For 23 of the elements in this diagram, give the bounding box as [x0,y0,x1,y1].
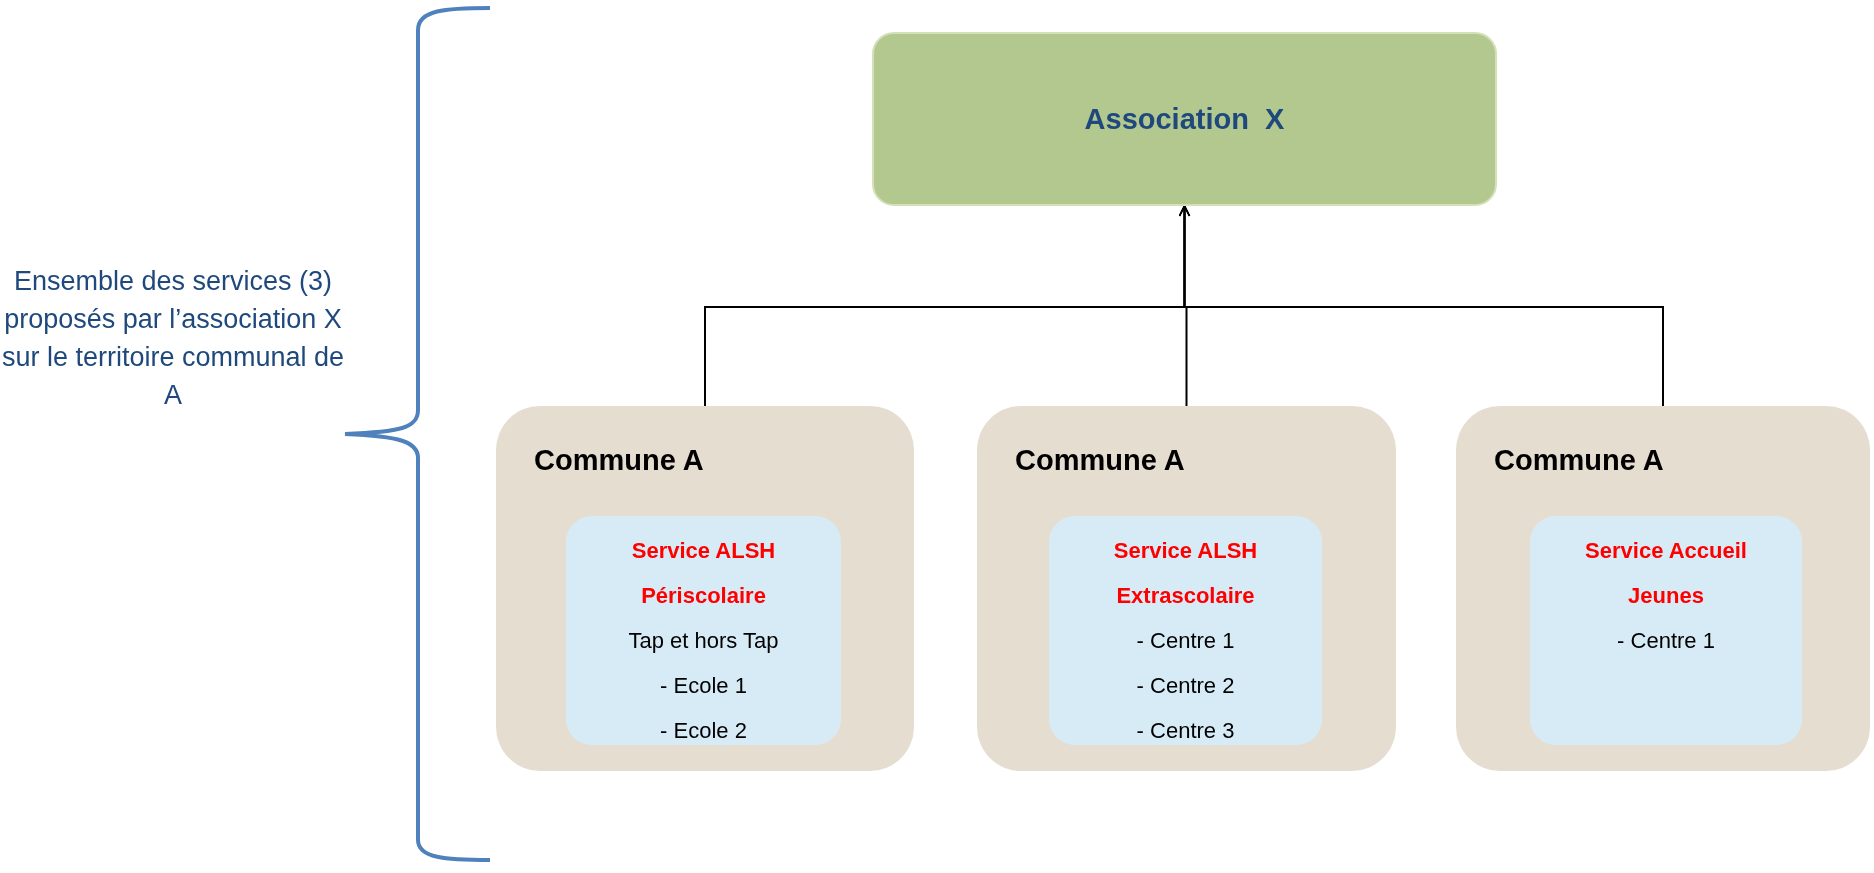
commune-title: Commune A [534,444,704,477]
service-box [1530,516,1802,745]
bracket-note: Ensemble des services (3) proposés par l’association X sur le territoire communal de A [0,265,346,412]
list-item: - Centre 1 [1135,627,1236,655]
service-title: Service ALSH Périscolaire [630,537,777,610]
list-item: Tap et hors Tap [627,627,780,655]
list-item: - Centre 3 [1135,717,1236,745]
commune-box [496,406,914,771]
list-item: - Ecole 2 [659,717,748,745]
service-title: Service ALSH Extrascolaire [1112,537,1259,610]
organization-name: Association X [1084,102,1285,136]
commune-title: Commune A [1015,444,1185,477]
commune-title: Commune A [1494,444,1664,477]
commune-box [1456,406,1870,771]
organization-box [872,32,1497,206]
service-box [566,516,841,745]
connector-arrow [1178,205,1664,407]
commune-box [977,406,1396,771]
list-item: - Centre 1 [1616,627,1716,655]
list-item: - Centre 2 [1135,672,1236,700]
service-title: Service Accueil Jeunes [1584,537,1748,610]
service-box [1049,516,1322,745]
list-item: - Ecole 1 [659,672,748,700]
